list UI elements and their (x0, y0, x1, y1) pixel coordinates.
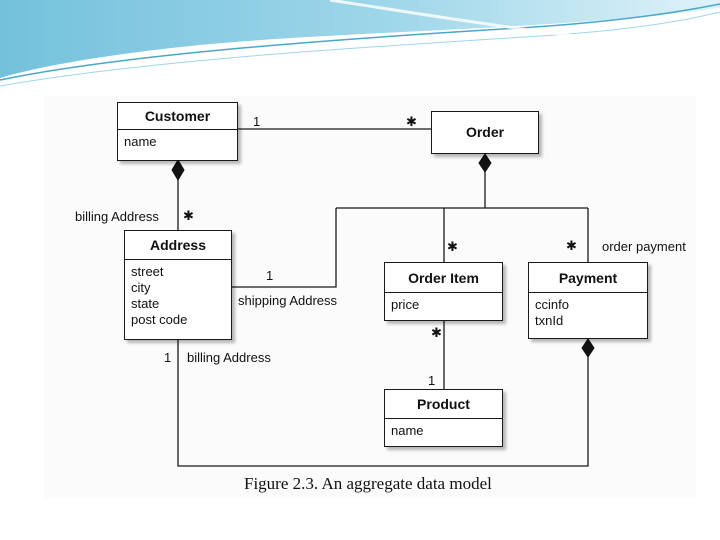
class-customer-attrs: name (118, 130, 237, 154)
attr-payment-ccinfo: ccinfo (535, 297, 569, 312)
label-billing-address-bottom: billing Address (187, 350, 271, 365)
label-order-payment: order payment (602, 239, 686, 254)
attr-address-state: state (131, 296, 160, 311)
label-billing-address-top: billing Address (75, 209, 159, 224)
attr-product-name: name (391, 423, 424, 438)
class-payment-name: Payment (529, 263, 647, 293)
mult-billing-address-one: 1 (164, 350, 172, 365)
class-address: Address street city state post code (124, 230, 232, 340)
class-order: Order (431, 111, 539, 154)
class-customer: Customer name (117, 102, 238, 161)
mult-customer-address-many: ✱ (183, 209, 194, 224)
mult-order-payment-many: ✱ (566, 239, 577, 254)
attr-payment-txnid: txnId (535, 313, 564, 328)
mult-customer-order-one: 1 (253, 114, 261, 129)
label-shipping-address: shipping Address (238, 293, 338, 308)
diamond-payment (581, 338, 595, 358)
class-order-name: Order (465, 124, 505, 140)
diamond-customer (171, 159, 185, 181)
class-payment: Payment ccinfo txnId (528, 262, 648, 339)
mult-order-orderitem-many: ✱ (447, 240, 458, 255)
header-swoosh-decoration (0, 0, 720, 87)
class-product-name: Product (385, 390, 502, 419)
mult-customer-order-many: ✱ (406, 115, 417, 130)
class-product: Product name (384, 389, 503, 447)
attr-address-postcode: post code (131, 312, 188, 327)
attr-address-city: city (131, 280, 151, 295)
attr-orderitem-price: price (391, 297, 420, 312)
figure-caption: Figure 2.3. An aggregate data model (244, 474, 492, 493)
class-orderitem-attrs: price (385, 293, 502, 317)
attr-customer-name: name (124, 134, 157, 149)
class-orderitem-name: Order Item (385, 263, 502, 293)
association-payment-billing-address (177, 339, 589, 467)
class-address-attrs: street city state post code (125, 260, 231, 332)
attr-address-street: street (131, 264, 164, 279)
class-order-item: Order Item price (384, 262, 503, 321)
mult-orderitem-product-one: 1 (428, 373, 436, 388)
diamond-order (478, 153, 492, 173)
mult-orderitem-product-many: ✱ (431, 326, 442, 341)
class-address-name: Address (125, 231, 231, 260)
class-product-attrs: name (385, 419, 502, 443)
class-customer-name: Customer (118, 103, 237, 130)
association-order-shipping-address (232, 208, 337, 288)
mult-shipping-address-one: 1 (266, 268, 274, 283)
class-payment-attrs: ccinfo txnId (529, 293, 647, 333)
